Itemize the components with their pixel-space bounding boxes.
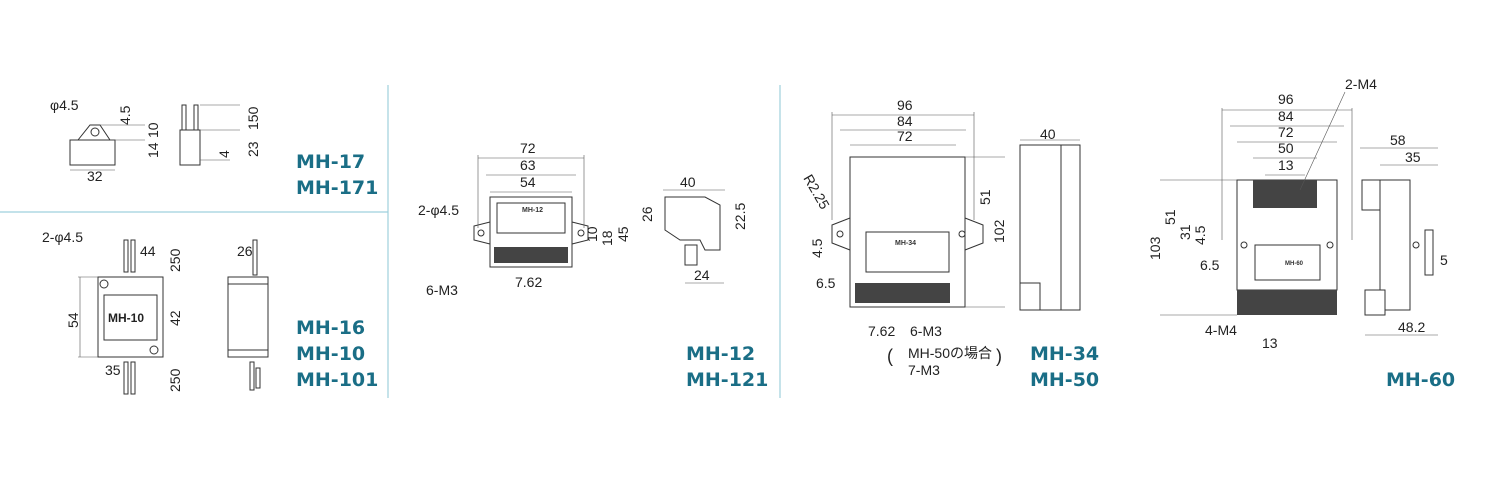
mh10-front-view — [78, 239, 164, 395]
dim-label: 40 — [1040, 126, 1056, 142]
dim-label: 102 — [991, 219, 1007, 243]
dim-label: 24 — [694, 267, 710, 283]
dim-label: 54 — [65, 312, 81, 328]
model-label: MH-101 — [296, 369, 378, 391]
dim-label: 6.5 — [1200, 257, 1220, 273]
dim-label: R2.25 — [800, 172, 833, 213]
note-text: MH-50の場合 — [908, 345, 992, 361]
model-label: MH-171 — [296, 177, 378, 199]
mh10-side-view — [227, 239, 269, 391]
dim-label: 35 — [1405, 149, 1421, 165]
dim-label: 7.62 — [515, 274, 542, 290]
model-label: MH-16 — [296, 317, 365, 339]
dim-label: 13 — [1278, 157, 1294, 173]
dim-label: 10 — [584, 226, 600, 242]
model-label: MH-17 — [296, 151, 365, 173]
dim-label: 250 — [167, 368, 183, 392]
dim-label: 58 — [1390, 132, 1406, 148]
dim-label: 18 — [599, 230, 615, 246]
dim-label: 31 — [1177, 224, 1193, 240]
face-label: MH-10 — [108, 311, 144, 325]
note-bracket-close: ) — [996, 346, 1002, 366]
dim-label: 72 — [897, 128, 913, 144]
dim-label: 42 — [167, 310, 183, 326]
dim-label: 23 — [245, 141, 261, 157]
dim-label: 84 — [1278, 108, 1294, 124]
dim-label: 4.5 — [1192, 225, 1208, 245]
dim-label: 51 — [977, 189, 993, 205]
model-label: MH-34 — [1030, 343, 1099, 365]
dim-label: 26 — [639, 206, 655, 222]
dim-hole: φ4.5 — [50, 97, 79, 113]
dim-label: 2-M4 — [1345, 76, 1377, 92]
dim-label: 6.5 — [816, 275, 836, 291]
mh34-side-view — [1019, 139, 1081, 311]
dim-label: 6-M3 — [910, 323, 942, 339]
dim-label: 84 — [897, 113, 913, 129]
dim-label: 4 — [216, 150, 232, 158]
mh34-front-view — [831, 112, 1005, 308]
dim-label: 6-M3 — [426, 282, 458, 298]
dim-label: 13 — [1262, 335, 1278, 351]
dim-label: 150 — [245, 106, 261, 130]
model-label: MH-12 — [686, 343, 755, 365]
mh17-side-view — [179, 104, 240, 166]
model-label: MH-60 — [1386, 369, 1455, 391]
dim-label: 54 — [520, 174, 536, 190]
dim-label: 5 — [1440, 252, 1448, 268]
mh12-side-view — [663, 189, 725, 284]
dim-label: 72 — [520, 140, 536, 156]
dim-label: 7.62 — [868, 323, 895, 339]
dim-label: 4.5 — [809, 238, 825, 258]
dim-label: 14 — [145, 142, 161, 158]
dim-hole: 2-φ4.5 — [418, 202, 459, 218]
dim-label: 50 — [1278, 140, 1294, 156]
mh60-front-view — [1160, 108, 1353, 316]
mh60-side-view — [1360, 147, 1438, 336]
mh12-front-view — [473, 155, 589, 268]
dim-label: 4.5 — [117, 105, 133, 125]
dim-label: 51 — [1162, 209, 1178, 225]
dim-label: 103 — [1147, 236, 1163, 260]
dim-label: 40 — [680, 174, 696, 190]
dim-label: 32 — [87, 168, 103, 184]
dim-label: 96 — [897, 97, 913, 113]
face-label: MH-12 — [522, 207, 543, 214]
model-label: MH-121 — [686, 369, 768, 391]
face-label: MH-34 — [895, 240, 916, 247]
model-label: MH-50 — [1030, 369, 1099, 391]
note-text: 7-M3 — [908, 362, 940, 378]
dim-label: 44 — [140, 243, 156, 259]
dim-label: 250 — [167, 248, 183, 272]
dim-label: 45 — [615, 226, 631, 242]
dim-label: 4-M4 — [1205, 322, 1237, 338]
dim-hole: 2-φ4.5 — [42, 229, 83, 245]
model-label: MH-10 — [296, 343, 365, 365]
dim-label: 96 — [1278, 91, 1294, 107]
dim-label: 35 — [105, 362, 121, 378]
note-bracket-open: ( — [887, 346, 893, 366]
face-label: MH-60 — [1285, 261, 1304, 267]
mh17-front-view — [69, 124, 145, 171]
dim-label: 63 — [520, 157, 536, 173]
dim-label: 26 — [237, 243, 253, 259]
dim-label: 72 — [1278, 124, 1294, 140]
dim-label: 10 — [145, 122, 161, 138]
dim-label: 22.5 — [732, 203, 748, 230]
dim-label: 48.2 — [1398, 319, 1425, 335]
